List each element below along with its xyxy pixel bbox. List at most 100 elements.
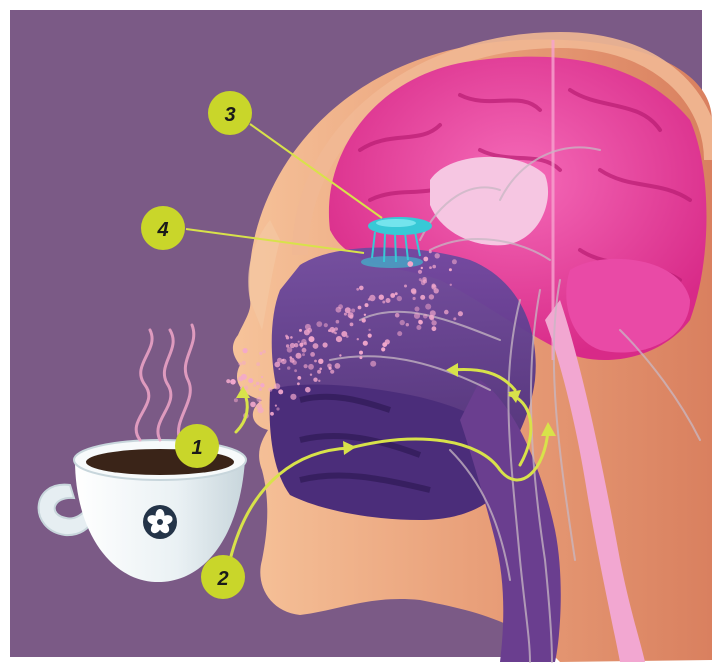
aroma-particle [243, 348, 248, 353]
aroma-particle [452, 259, 457, 264]
aroma-particle [256, 362, 260, 366]
aroma-particle [431, 320, 436, 325]
aroma-particle [346, 335, 349, 338]
aroma-particle [313, 343, 319, 349]
aroma-particle [238, 362, 241, 365]
aroma-particle [423, 314, 428, 319]
aroma-particle [368, 329, 370, 331]
aroma-particle [329, 367, 332, 370]
aroma-particle [382, 301, 385, 304]
aroma-particle [318, 359, 323, 364]
aroma-particle [297, 382, 300, 385]
aroma-particle [290, 394, 296, 400]
aroma-particle [365, 303, 369, 307]
aroma-particle [381, 347, 385, 351]
aroma-particle [274, 383, 280, 389]
aroma-particle [276, 407, 279, 410]
aroma-particle [296, 353, 302, 359]
aroma-particle [449, 268, 452, 271]
aroma-particle [362, 318, 366, 322]
aroma-particle [230, 379, 236, 385]
aroma-particle [330, 370, 334, 374]
aroma-particle [425, 304, 431, 310]
aroma-particle [241, 374, 247, 380]
aroma-particle [413, 297, 416, 300]
aroma-particle [363, 341, 368, 346]
aroma-particle [430, 310, 436, 316]
aroma-particle [429, 294, 434, 299]
aroma-particle [429, 250, 432, 253]
aroma-particle [234, 398, 238, 402]
aroma-particle [268, 388, 272, 392]
aroma-particle [226, 379, 230, 383]
aroma-particle [453, 317, 456, 320]
aroma-particle [305, 387, 311, 393]
aroma-particle [395, 313, 400, 318]
aroma-particle [336, 320, 340, 324]
aroma-particle [421, 267, 423, 269]
flower-logo-icon [143, 505, 177, 539]
aroma-particle [274, 362, 280, 368]
aroma-particle [444, 310, 449, 315]
aroma-particle [262, 350, 265, 353]
aroma-particle [421, 281, 425, 285]
olfactory-bulb [368, 217, 432, 235]
aroma-particle [411, 288, 417, 294]
aroma-particle [432, 326, 437, 331]
aroma-particle [423, 257, 428, 262]
aroma-particle [358, 306, 362, 310]
aroma-particle [307, 328, 312, 333]
aroma-particle [278, 368, 280, 370]
aroma-particle [250, 402, 256, 408]
aroma-particle [420, 295, 425, 300]
aroma-particle [429, 266, 432, 269]
aroma-particle [414, 313, 420, 319]
aroma-particle [314, 360, 317, 363]
aroma-particle [290, 336, 293, 339]
aroma-particle [278, 389, 283, 394]
aroma-particle [290, 358, 295, 363]
aroma-particle [357, 338, 359, 340]
aroma-particle [332, 329, 336, 333]
aroma-particle [418, 320, 423, 325]
aroma-particle [319, 368, 322, 371]
aroma-particle [335, 363, 341, 369]
aroma-particle [316, 321, 322, 327]
aroma-particle [370, 361, 376, 367]
aroma-particle [323, 342, 328, 347]
aroma-particle [359, 286, 364, 291]
aroma-particle [259, 388, 262, 391]
aroma-particle [416, 325, 421, 330]
aroma-particle [450, 284, 452, 286]
aroma-particle [286, 336, 289, 339]
aroma-particle [302, 353, 305, 356]
aroma-particle [348, 312, 354, 318]
badge-2-label: 2 [216, 568, 228, 590]
badge-4: 4 [141, 206, 185, 250]
aroma-particle [258, 407, 264, 413]
aroma-particle [259, 352, 262, 355]
aroma-particle [415, 307, 420, 312]
aroma-particle [324, 323, 328, 327]
aroma-particle [395, 292, 398, 295]
aroma-particle [308, 364, 314, 370]
aroma-particle [351, 309, 355, 313]
aroma-particle [379, 295, 384, 300]
aroma-particle [418, 270, 422, 274]
aroma-particle [368, 298, 371, 301]
aroma-particle [397, 331, 402, 336]
badge-1: 1 [175, 424, 219, 468]
aroma-particle [458, 311, 463, 316]
aroma-particle [275, 405, 277, 407]
aroma-particle [344, 313, 347, 316]
aroma-particle [299, 329, 302, 332]
aroma-particle [386, 298, 391, 303]
aroma-particle [310, 352, 315, 357]
aroma-particle [390, 293, 395, 298]
aroma-particle [257, 397, 262, 402]
aroma-particle [404, 285, 407, 288]
aroma-particle [407, 261, 413, 267]
aroma-particle [318, 380, 320, 382]
